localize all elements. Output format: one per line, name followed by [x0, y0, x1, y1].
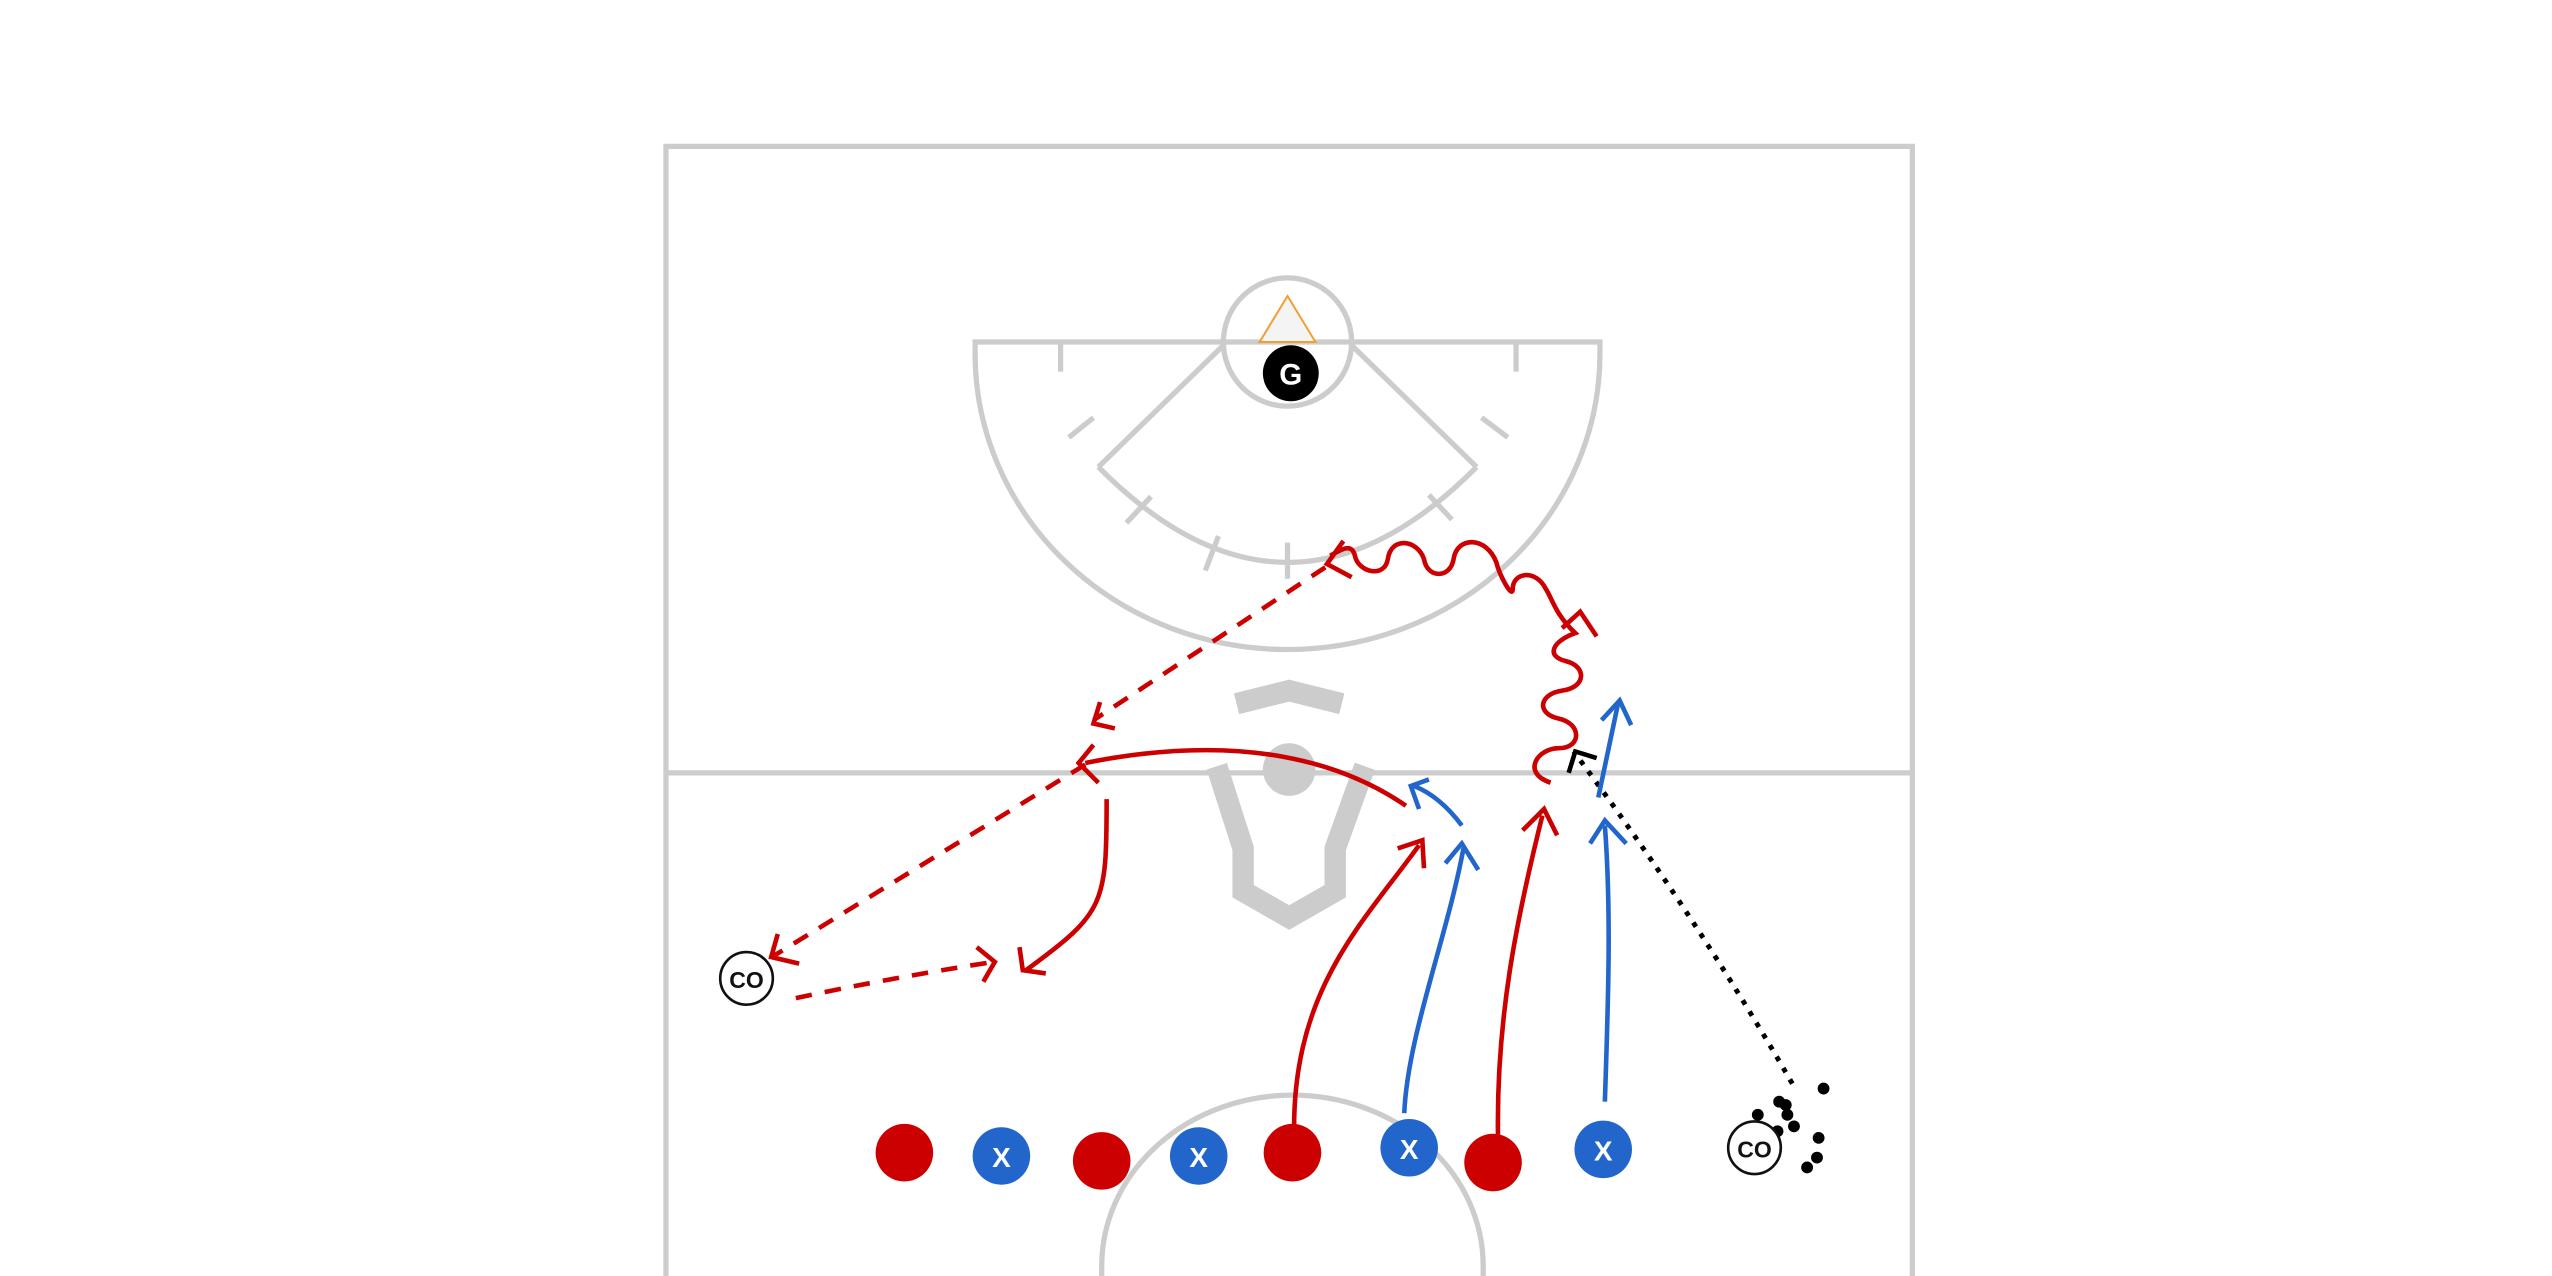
cut-1-head — [1396, 837, 1427, 869]
ball — [1751, 1108, 1764, 1121]
cut-4 — [1024, 799, 1109, 973]
players: X X X X CO CO G — [718, 345, 1783, 1192]
pass-dotted — [1571, 749, 1795, 1085]
def-3 — [1413, 783, 1464, 827]
attacker-4 — [1464, 1133, 1522, 1192]
attacker-1 — [875, 1123, 934, 1182]
defender-4: X — [1574, 1120, 1632, 1179]
center-logo — [1206, 679, 1375, 930]
player-label: X — [1400, 1134, 1419, 1165]
pass-head — [1566, 748, 1598, 774]
coach-1: CO — [718, 950, 775, 1007]
hash-2 — [1479, 415, 1510, 440]
hash-5 — [1202, 535, 1221, 572]
court-lines — [663, 143, 1915, 1276]
dodge-wave-head-2 — [1560, 608, 1599, 638]
cut-1 — [1291, 843, 1421, 1129]
defender-1: X — [972, 1127, 1031, 1185]
def-4-head — [1599, 696, 1634, 727]
goal — [1257, 294, 1318, 344]
goalie: G — [1262, 345, 1319, 402]
pass-dashed-3 — [795, 959, 994, 1001]
left-diagonal — [1096, 343, 1226, 469]
def-3-head — [1407, 777, 1430, 810]
cut-4-head — [1017, 946, 1047, 976]
bottom-center-arc — [1099, 1092, 1486, 1276]
ball — [1788, 1120, 1800, 1133]
restraining-arc — [972, 339, 1603, 653]
cut-2-head — [1521, 805, 1560, 837]
ball — [1781, 1108, 1794, 1121]
hash-1 — [1067, 415, 1096, 440]
right-diagonal — [1349, 343, 1479, 469]
def-4 — [1596, 703, 1621, 798]
goal-triangle — [1257, 294, 1318, 344]
player-label: CO — [729, 967, 764, 993]
balls — [1751, 1082, 1830, 1174]
pass-dashed-2 — [773, 762, 1087, 958]
pass-dashed-2-head — [768, 933, 800, 966]
attacker-3 — [1263, 1123, 1322, 1182]
dodge-wave — [1329, 540, 1584, 785]
dodge-wave-head-1 — [1323, 539, 1353, 580]
defender-2: X — [1169, 1127, 1228, 1185]
cut-3-head — [1075, 743, 1101, 785]
field-boundary — [663, 143, 1915, 1276]
ball — [1812, 1131, 1825, 1144]
defender-3: X — [1380, 1118, 1438, 1177]
hash-3 — [1124, 494, 1153, 525]
paths — [768, 539, 1795, 1135]
pass-dashed-3-head — [975, 945, 998, 983]
def-1-head — [1443, 839, 1481, 872]
hash-4 — [1426, 493, 1454, 522]
goal-crease — [1220, 275, 1355, 409]
attacker-2 — [1072, 1132, 1131, 1190]
player-label: X — [992, 1142, 1011, 1173]
ball — [1811, 1151, 1823, 1164]
player-label: G — [1279, 358, 1302, 391]
pass-dashed-1-head — [1090, 701, 1116, 731]
player-label: CO — [1737, 1136, 1772, 1162]
player-label: X — [1189, 1142, 1208, 1173]
coach-2: CO — [1726, 1120, 1783, 1176]
player-label: X — [1594, 1136, 1613, 1167]
cut-2 — [1495, 815, 1545, 1135]
ball — [1779, 1099, 1792, 1111]
def-2 — [1602, 825, 1611, 1102]
def-1 — [1401, 848, 1466, 1114]
def-2-head — [1588, 816, 1628, 846]
ball — [1817, 1082, 1830, 1095]
ball — [1801, 1161, 1814, 1174]
cut-3 — [1084, 747, 1408, 808]
